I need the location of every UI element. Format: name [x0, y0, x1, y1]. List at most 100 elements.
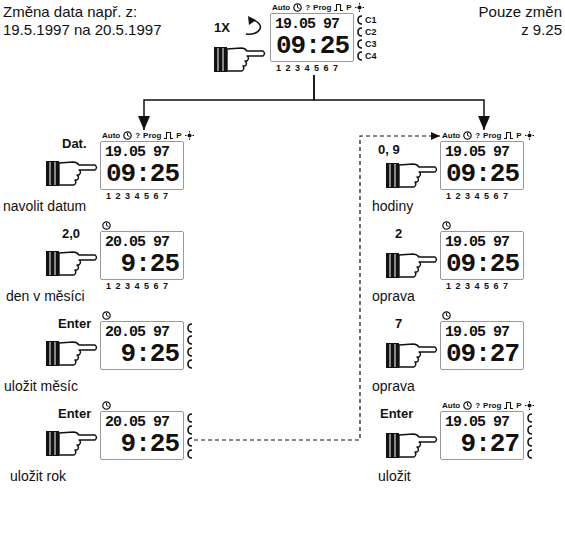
display-row: 20.05 979:25: [100, 231, 184, 280]
weekday-row: 1 2 3 4 5 6 7: [440, 190, 508, 202]
step-label: oprava: [372, 288, 415, 304]
button-label: 1X: [214, 20, 230, 36]
display-row: 19.05 979:27: [440, 411, 533, 460]
lcd-screen: 20.05 979:25: [100, 231, 184, 280]
header-word: P: [176, 131, 181, 140]
channel-row: [187, 436, 193, 447]
channel-row: [527, 424, 533, 435]
weekday-row: 1 2 3 4 5 6 7: [100, 190, 168, 202]
lcd-time: 09:25: [106, 161, 179, 187]
channel-label: C4: [365, 51, 377, 61]
lcd-display: 19.05 9709:251 2 3 4 5 6 7: [440, 220, 524, 292]
channel-row: C4: [357, 50, 377, 61]
header-word: Prog: [143, 131, 161, 140]
lcd-time: 09:27: [446, 341, 519, 367]
lcd-date: 19.05 97: [445, 144, 509, 161]
lcd-screen: 19.05 979:27: [440, 411, 524, 460]
step-label: navolit datum: [3, 198, 86, 214]
step-label: uložit rok: [10, 468, 66, 484]
step-label: oprava: [372, 378, 415, 394]
clock-icon: [463, 131, 472, 140]
flow-connector: [314, 75, 484, 130]
header-word: Prog: [483, 131, 501, 140]
channel-row: [187, 322, 193, 333]
lcd-screen: 20.05 979:25: [100, 321, 184, 370]
channel-row: [187, 346, 193, 357]
channel-label: C1: [365, 15, 377, 25]
pointing-hand: [46, 251, 97, 276]
button-label: 0, 9: [378, 142, 400, 158]
display-row: 20.05 979:25: [100, 411, 193, 460]
header-word: ?: [135, 131, 140, 140]
clock-icon: [442, 311, 451, 320]
lcd-display: Auto?ProgP19.05 979:27: [440, 400, 534, 460]
pulse-icon: [504, 401, 513, 410]
pointing-hand: [46, 341, 97, 366]
step-label: uložit: [378, 468, 411, 484]
channel-row: [527, 412, 533, 423]
sun-icon: [185, 131, 194, 140]
header-word: ?: [475, 131, 480, 140]
lcd-display: 20.05 979:25: [100, 310, 193, 370]
button-label: Enter: [58, 406, 91, 422]
channel-label: C2: [365, 27, 377, 37]
lcd-time: 09:25: [446, 251, 519, 277]
channel-row: [527, 448, 533, 459]
display-row: 19.05 9709:25 C1C2C3C4: [270, 13, 377, 62]
lcd-time: 09:25: [276, 33, 349, 59]
display-header: [100, 220, 111, 231]
lcd-screen: 19.05 9709:27: [440, 321, 524, 370]
channel-mark: [357, 15, 363, 25]
channel-mark: [357, 51, 363, 61]
display-header: [440, 310, 451, 321]
lcd-display: Auto?ProgP19.05 9709:251 2 3 4 5 6 7: [440, 130, 534, 202]
channel-row: C2: [357, 26, 377, 37]
channel-row: [527, 436, 533, 447]
display-header: Auto?ProgP: [270, 2, 364, 13]
display-header: Auto?ProgP: [440, 400, 534, 411]
lcd-date: 20.05 97: [105, 414, 169, 431]
display-header: [100, 400, 111, 411]
pointing-hand: [386, 253, 437, 278]
channel-column: [527, 412, 533, 459]
lcd-date: 19.05 97: [105, 144, 169, 161]
channel-row: [187, 412, 193, 423]
lcd-screen: 19.05 9709:25: [270, 13, 354, 62]
channel-mark: [527, 425, 533, 435]
clock-icon: [442, 221, 451, 230]
display-row: 20.05 979:25: [100, 321, 193, 370]
header-word: Auto: [442, 401, 460, 410]
clock-icon: [102, 311, 111, 320]
pointing-hand: [214, 47, 265, 72]
lcd-display: 20.05 979:251 2 3 4 5 6 7: [100, 220, 184, 292]
lcd-screen: 19.05 9709:25: [440, 231, 524, 280]
display-header: [100, 310, 111, 321]
header-word: Prog: [313, 3, 331, 12]
clock-icon: [102, 401, 111, 410]
lcd-display: Auto?ProgP19.05 9709:251 2 3 4 5 6 7: [100, 130, 194, 202]
flow-connector: [194, 136, 440, 440]
pointing-hand: [386, 343, 437, 368]
channel-mark: [357, 27, 363, 37]
lcd-time: 09:25: [446, 161, 519, 187]
button-label: Enter: [58, 316, 91, 332]
header-word: P: [516, 131, 521, 140]
lcd-date: 20.05 97: [105, 324, 169, 341]
channel-mark: [187, 335, 193, 345]
channel-label: C3: [365, 39, 377, 49]
channel-mark: [357, 39, 363, 49]
channel-column: [187, 412, 193, 459]
lcd-time: 9:27: [461, 431, 519, 457]
pointing-hand: [46, 161, 97, 186]
sun-icon: [525, 131, 534, 140]
display-row: 19.05 9709:27: [440, 321, 524, 370]
header-word: ?: [305, 3, 310, 12]
weekday-row: 1 2 3 4 5 6 7: [100, 280, 168, 292]
lcd-screen: 20.05 979:25: [100, 411, 184, 460]
pulse-icon: [504, 131, 513, 140]
weekday-row: 1 2 3 4 5 6 7: [270, 62, 338, 74]
channel-mark: [187, 323, 193, 333]
channel-row: C3: [357, 38, 377, 49]
channel-mark: [187, 347, 193, 357]
button-label: Dat.: [62, 136, 87, 152]
